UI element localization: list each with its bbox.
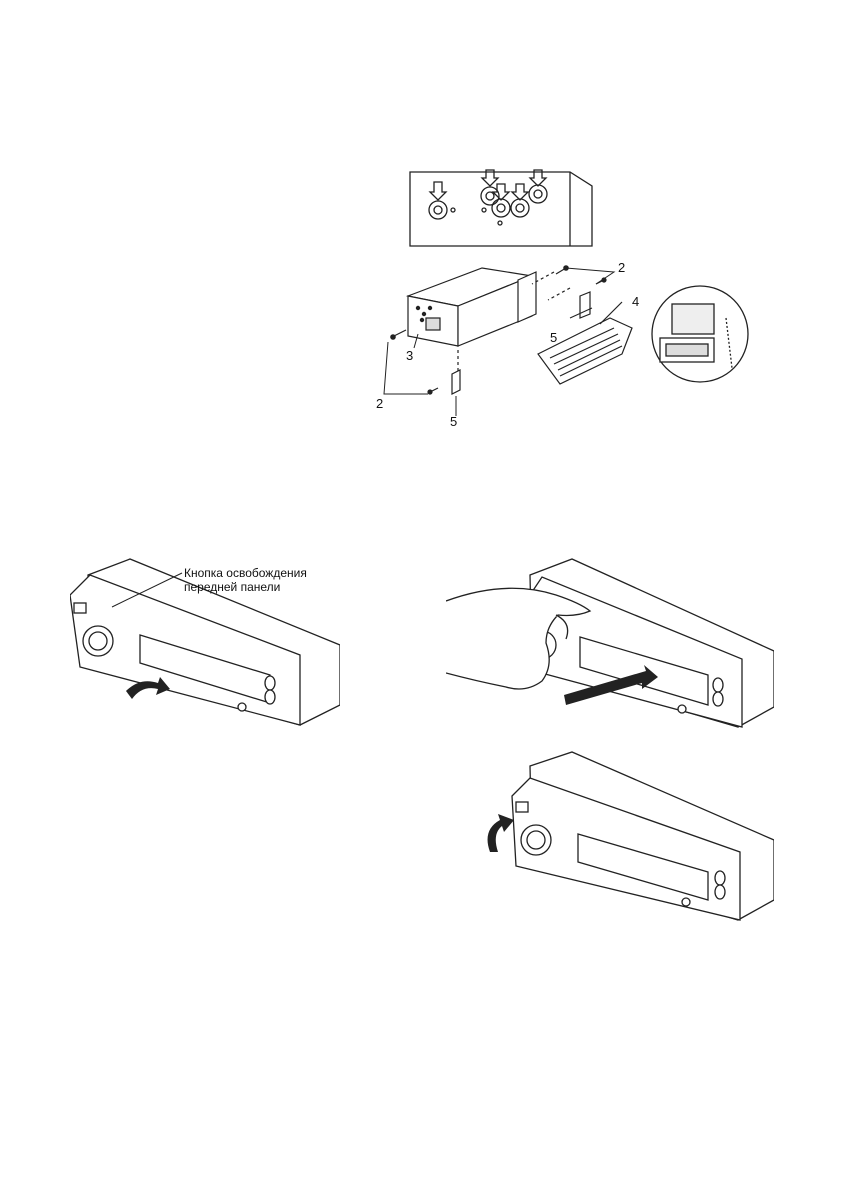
part-label: 5 <box>450 414 457 429</box>
radio-faceplate <box>512 752 774 920</box>
radio-chassis <box>408 268 536 346</box>
attach-arrow-icon <box>488 814 514 852</box>
part-label: 2 <box>376 396 383 411</box>
release-button-figure: Кнопка освобождения передней панели <box>70 555 340 735</box>
remove-faceplate-svg <box>446 555 774 740</box>
radio-faceplate <box>528 559 774 727</box>
release-button-svg: Кнопка освобождения передней панели <box>70 555 340 735</box>
part-label: 5 <box>550 330 557 345</box>
attach-faceplate-figure <box>476 750 774 930</box>
remove-faceplate-figure <box>446 555 774 740</box>
part-label: 2 <box>618 260 625 275</box>
installation-diagram-svg: 2 2 3 4 5 5 <box>360 168 752 430</box>
part-label: 4 <box>632 294 639 309</box>
attach-faceplate-svg <box>476 750 774 930</box>
installation-diagram: 2 2 3 4 5 5 <box>360 168 752 430</box>
detail-inset <box>652 286 748 382</box>
callout-line-2: передней панели <box>184 580 280 594</box>
part-label: 3 <box>406 348 413 363</box>
callout-line-1: Кнопка освобождения <box>184 566 307 580</box>
rear-panel-connectors <box>410 170 592 246</box>
